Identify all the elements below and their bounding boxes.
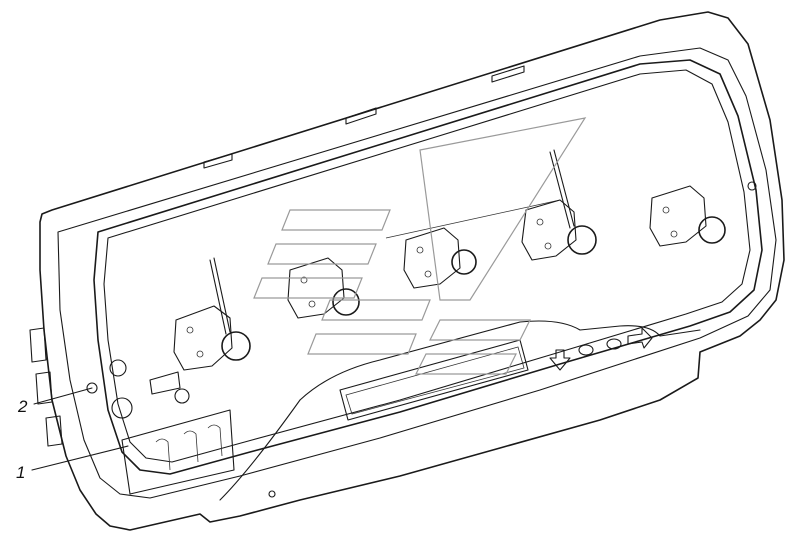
indicator-lamps	[549, 327, 653, 371]
display-recess	[219, 320, 701, 501]
leader-lines	[31, 387, 129, 471]
leader-line-2	[33, 387, 93, 405]
gauge-mechanism-left	[173, 257, 251, 371]
gauge-mechanism-2	[287, 257, 360, 319]
gauge-mechanism-3	[385, 199, 561, 289]
watermark-logo	[253, 117, 587, 375]
gauge-mechanism-right	[649, 185, 726, 247]
mounting-tabs	[29, 65, 757, 498]
housing-outer	[39, 11, 785, 531]
leader-line-1	[31, 445, 129, 471]
bulb-sockets	[86, 359, 235, 495]
callout-2: 2	[17, 397, 28, 416]
bezel-frame	[93, 59, 763, 475]
gauge-mechanism-4	[521, 149, 597, 261]
callout-1: 1	[16, 463, 25, 482]
